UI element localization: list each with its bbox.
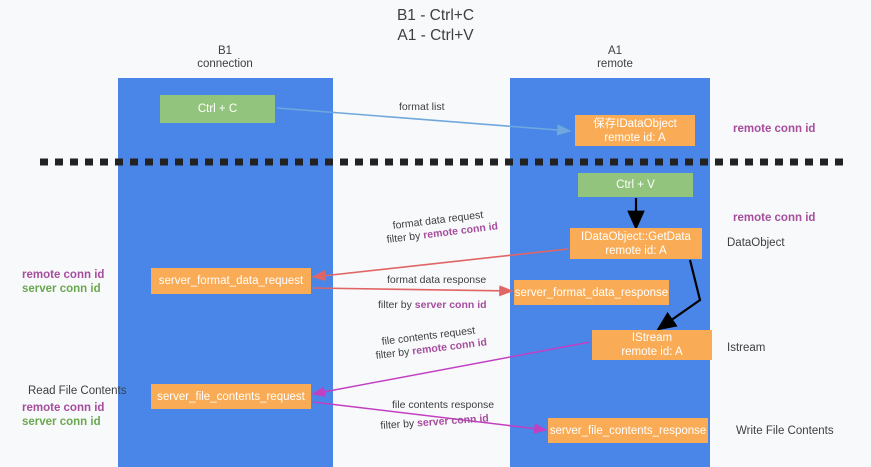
annotation-left-server-conn-id-bottom: server conn id xyxy=(22,416,101,428)
node-istream[interactable]: IStream remote id: A xyxy=(592,330,712,360)
node-ctrl-c-label: Ctrl + C xyxy=(197,103,238,115)
edge-label-format-data-response: format data response xyxy=(387,274,487,286)
lane-header-a1: A1 remote xyxy=(560,45,670,71)
node-server-file-contents-request[interactable]: server_file_contents_request xyxy=(151,384,311,409)
filter-prefix: filter by xyxy=(378,299,415,311)
lane-header-a1-sub: remote xyxy=(597,58,633,70)
annotation-left-remote-conn-id-bottom: remote conn id xyxy=(22,402,105,414)
edge-label-format-list: format list xyxy=(399,101,445,113)
node-server-file-contents-response[interactable]: server_file_contents_response xyxy=(548,418,708,443)
annotation-read-file-contents: Read File Contents xyxy=(28,385,127,397)
arrow-file-contents-request xyxy=(311,341,591,397)
node-server-format-data-request[interactable]: server_format_data_request xyxy=(151,268,311,294)
arrow-getdata-to-istream xyxy=(656,259,702,331)
node-ctrl-v[interactable]: Ctrl + V xyxy=(578,173,693,197)
annotation-left-server-conn-id-mid: server conn id xyxy=(22,283,101,295)
annotation-left-conn-ids-bottom: remote conn id server conn id xyxy=(22,401,104,429)
node-getdata-title: IDataObject::GetData xyxy=(581,230,691,243)
node-server-format-data-response[interactable]: server_format_data_response xyxy=(514,280,669,305)
node-ctrl-c[interactable]: Ctrl + C xyxy=(160,95,275,123)
lane-header-b1-sub: connection xyxy=(197,58,253,70)
title-line-1: B1 - Ctrl+C xyxy=(396,7,475,24)
node-idataobject-getdata[interactable]: IDataObject::GetData remote id: A xyxy=(570,228,702,259)
node-server-file-contents-response-label: server_file_contents_response xyxy=(549,424,707,437)
arrow-format-data-response xyxy=(312,285,514,297)
node-istream-title: IStream xyxy=(631,332,673,344)
node-idataobject[interactable]: 保存IDataObject remote id: A xyxy=(575,115,695,146)
title-line-2: A1 - Ctrl+V xyxy=(397,27,474,44)
annotation-dataobject: DataObject xyxy=(727,237,785,249)
arrow-file-contents-response xyxy=(312,401,548,434)
edge-label-file-contents-response: file contents response xyxy=(392,399,495,411)
node-server-file-contents-request-label: server_file_contents_request xyxy=(157,390,305,403)
filter-prefix: filter by xyxy=(380,417,418,432)
annotation-remote-conn-id-top: remote conn id xyxy=(733,123,816,135)
annotation-remote-conn-id-mid: remote conn id xyxy=(733,212,816,224)
filter-key-server-conn-id: server conn id xyxy=(414,299,487,311)
lane-header-b1: B1 connection xyxy=(165,45,285,71)
annotation-left-conn-ids-mid: remote conn id server conn id xyxy=(22,268,104,296)
annotation-left-remote-conn-id-mid: remote conn id xyxy=(22,269,105,281)
node-idataobject-title: 保存IDataObject xyxy=(593,117,677,130)
node-idataobject-subtitle: remote id: A xyxy=(604,131,666,144)
lane-header-a1-name: A1 xyxy=(607,45,623,57)
node-ctrl-v-label: Ctrl + V xyxy=(616,179,655,191)
node-server-format-data-request-label: server_format_data_request xyxy=(158,275,304,287)
arrow-format-list xyxy=(276,107,572,136)
node-getdata-subtitle: remote id: A xyxy=(605,244,667,257)
node-server-format-data-response-label: server_format_data_response xyxy=(514,286,669,299)
edge-label-format-data-response-filter: filter by server conn id xyxy=(378,299,487,312)
lane-header-b1-name: B1 xyxy=(217,45,233,57)
annotation-write-file-contents: Write File Contents xyxy=(736,425,834,437)
page-title: B1 - Ctrl+C A1 - Ctrl+V xyxy=(0,6,871,46)
arrow-format-data-request xyxy=(311,248,569,282)
node-istream-subtitle: remote id: A xyxy=(621,346,683,358)
annotation-istream: Istream xyxy=(727,342,766,354)
